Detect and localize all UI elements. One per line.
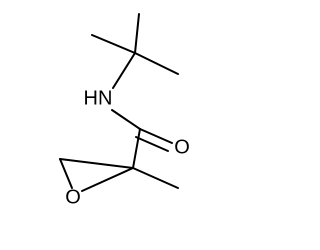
bond-carbonyl-double-outer — [139, 128, 173, 144]
bond-tbutyl-center-to-top — [134, 13, 140, 54]
bond-epoxide-ch2-to-oxygen — [59, 158, 73, 189]
bond-carbonyl-to-epoxide-carbon — [132, 128, 141, 169]
atom-label-amine: HN — [84, 87, 113, 109]
atom-label-epoxide-oxygen: O — [65, 186, 81, 208]
atom-label-carbonyl-oxygen: O — [174, 136, 190, 158]
bond-tbutyl-center-to-nitrogen — [112, 52, 136, 89]
bond-tbutyl-center-to-right — [134, 52, 179, 75]
bond-epoxide-carbon-to-oxygen — [81, 167, 134, 192]
bond-epoxide-carbon-to-ch2 — [59, 158, 134, 169]
canvas-background — [0, 0, 250, 250]
bond-tbutyl-center-to-left — [91, 34, 136, 54]
bond-carbonyl-double-inner — [135, 136, 169, 152]
bond-epoxide-carbon-to-methyl — [132, 167, 179, 189]
bond-nitrogen-to-carbonyl-carbon — [111, 109, 141, 130]
molecular-structure-diagram: HN O O — [0, 0, 250, 250]
